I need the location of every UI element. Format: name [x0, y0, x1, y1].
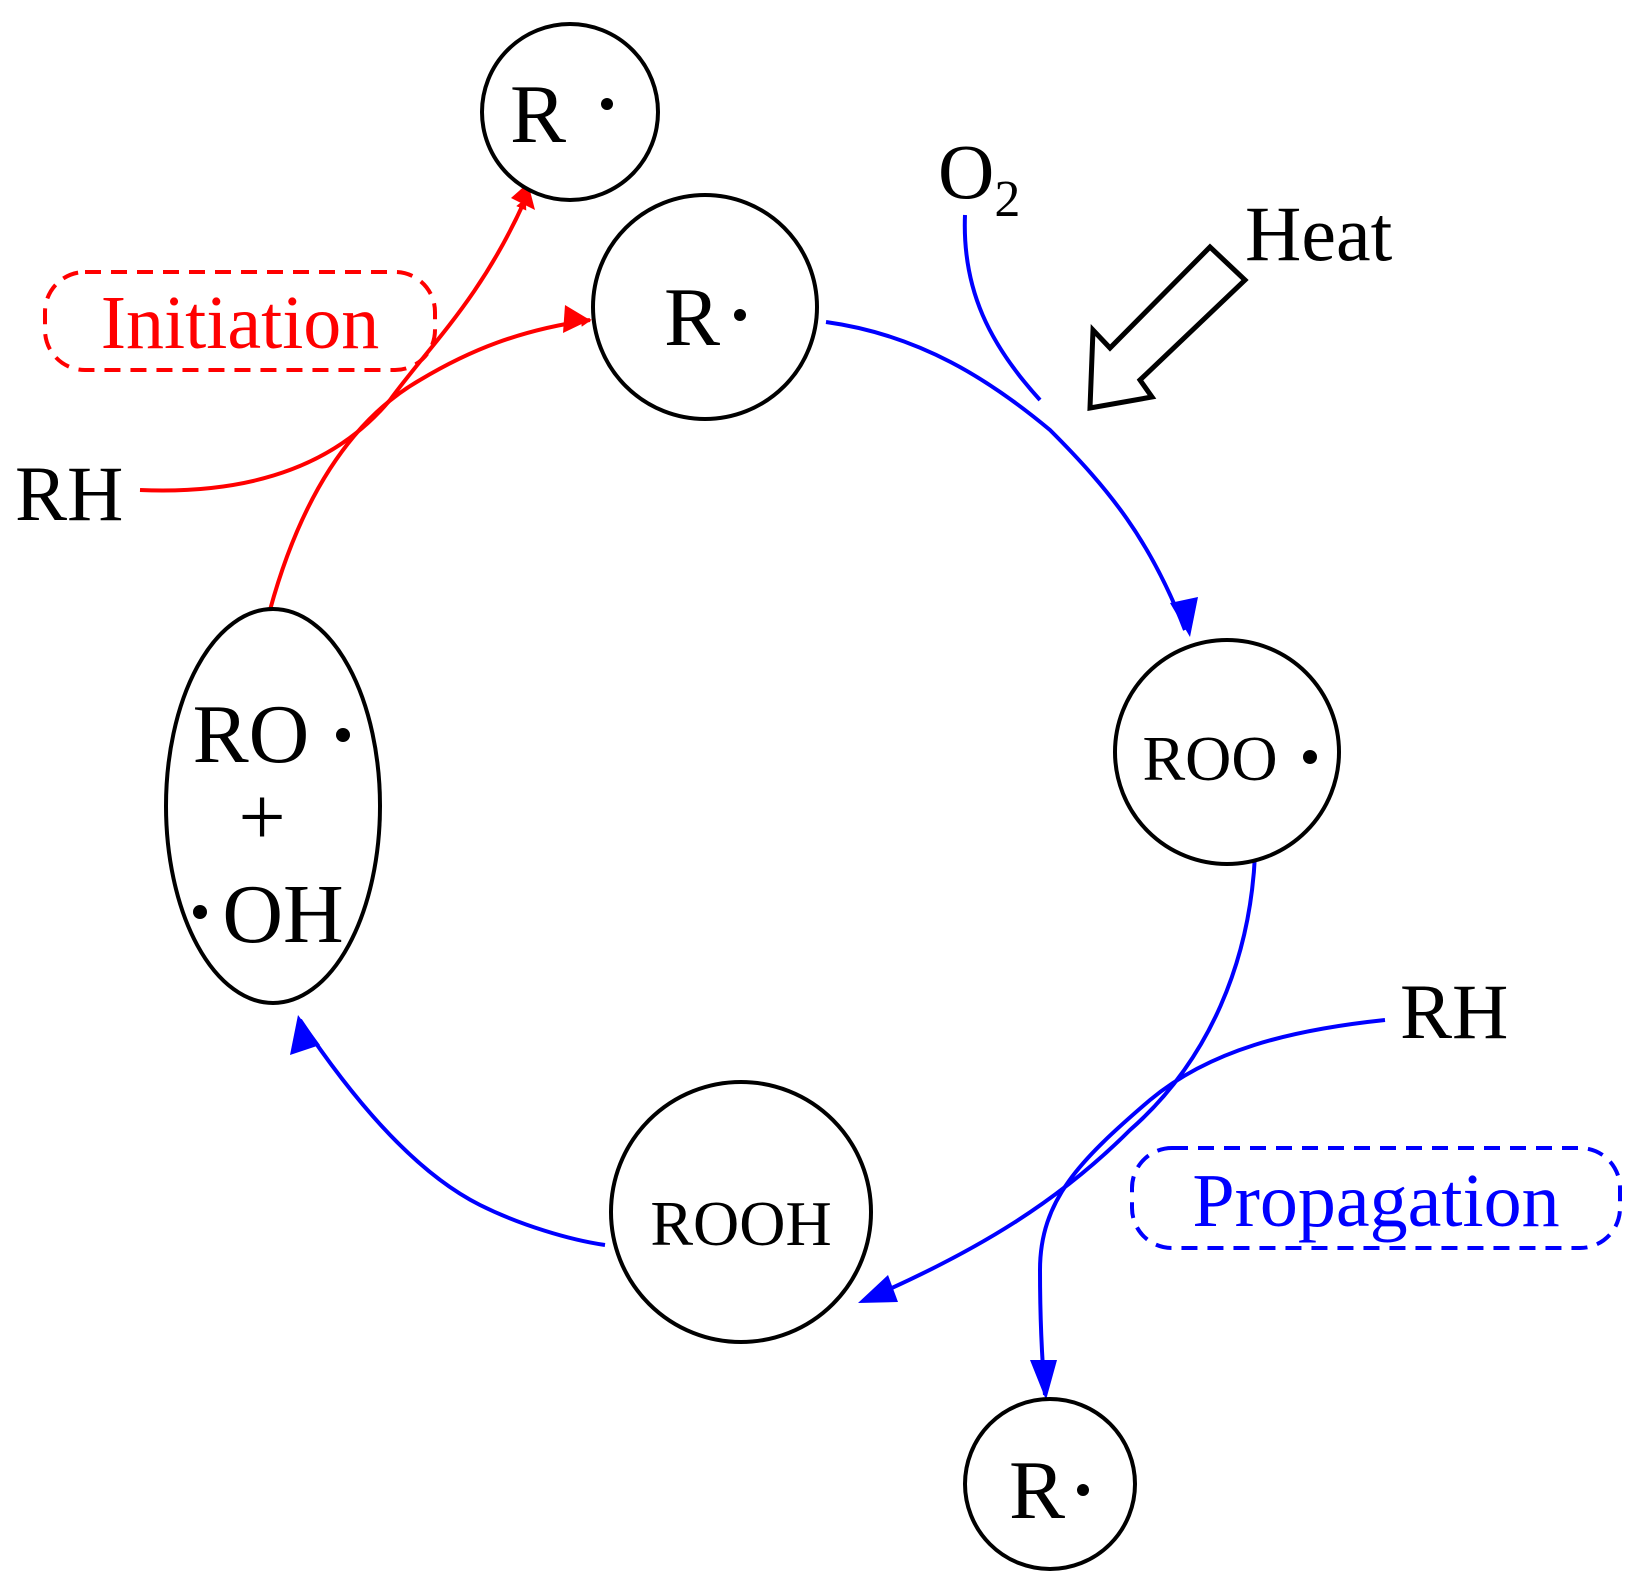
radical-dot-icon — [1077, 1484, 1089, 1496]
initiation-stage: Initiation — [43, 270, 437, 372]
propagation-stage-frame — [1130, 1146, 1622, 1250]
radical-dot-icon — [601, 98, 613, 110]
oxygen-input-line — [962, 214, 1042, 402]
node-r-bottom: R — [963, 1397, 1137, 1571]
radical-dot-icon — [336, 728, 350, 742]
radical-dot-icon — [734, 309, 746, 321]
arrowhead-icon — [1030, 1360, 1057, 1400]
node-ro-oh: RO + OH — [164, 607, 382, 1005]
oxygen-subscript: 2 — [994, 171, 1020, 228]
heat-label: Heat — [1245, 190, 1393, 277]
node-rooh: ROOH — [609, 1080, 873, 1344]
radical-dot-icon — [193, 905, 207, 919]
node-roo-label: ROO — [1142, 723, 1277, 794]
arrowhead-icon — [290, 1015, 320, 1055]
node-r-top-label: R — [510, 68, 566, 161]
node-oh-label: OH — [222, 868, 343, 961]
propagation-stage-label: Propagation — [1192, 1159, 1559, 1243]
arrowhead-icon — [1170, 597, 1198, 637]
initiation-paths — [139, 183, 592, 611]
propagation-paths — [290, 214, 1386, 1400]
node-r-top: R — [480, 22, 660, 202]
rh-left-label: RH — [15, 450, 123, 537]
propagation-stage: Propagation — [1130, 1146, 1622, 1250]
rh-right-input-line — [1037, 1018, 1386, 1396]
initiation-stage-frame — [43, 270, 437, 372]
rh-right-label: RH — [1400, 968, 1508, 1055]
propagation-arrow-roo-to-rooh — [864, 854, 1257, 1302]
node-rooh-label: ROOH — [650, 1188, 831, 1259]
heat-arrow-icon — [1087, 243, 1249, 412]
arrowhead-icon — [858, 1275, 898, 1303]
initiation-arrow-to-r-main — [268, 315, 592, 611]
oxygen-symbol: O — [938, 128, 994, 215]
propagation-arrow-r-to-roo — [825, 320, 1187, 631]
arrowhead-icon — [563, 305, 590, 333]
node-r-main: R — [591, 193, 819, 421]
radical-dot-icon — [1303, 750, 1317, 764]
initiation-stage-label: Initiation — [101, 281, 380, 365]
node-plus-label: + — [238, 771, 285, 864]
propagation-arrow-rooh-to-ro-oh — [298, 1018, 606, 1247]
node-ro-label: RO — [193, 688, 310, 781]
oxygen-label: O2 — [938, 128, 1020, 228]
node-r-bottom-label: R — [1009, 1444, 1065, 1537]
node-roo: ROO — [1113, 638, 1341, 866]
node-r-main-label: R — [664, 271, 720, 364]
